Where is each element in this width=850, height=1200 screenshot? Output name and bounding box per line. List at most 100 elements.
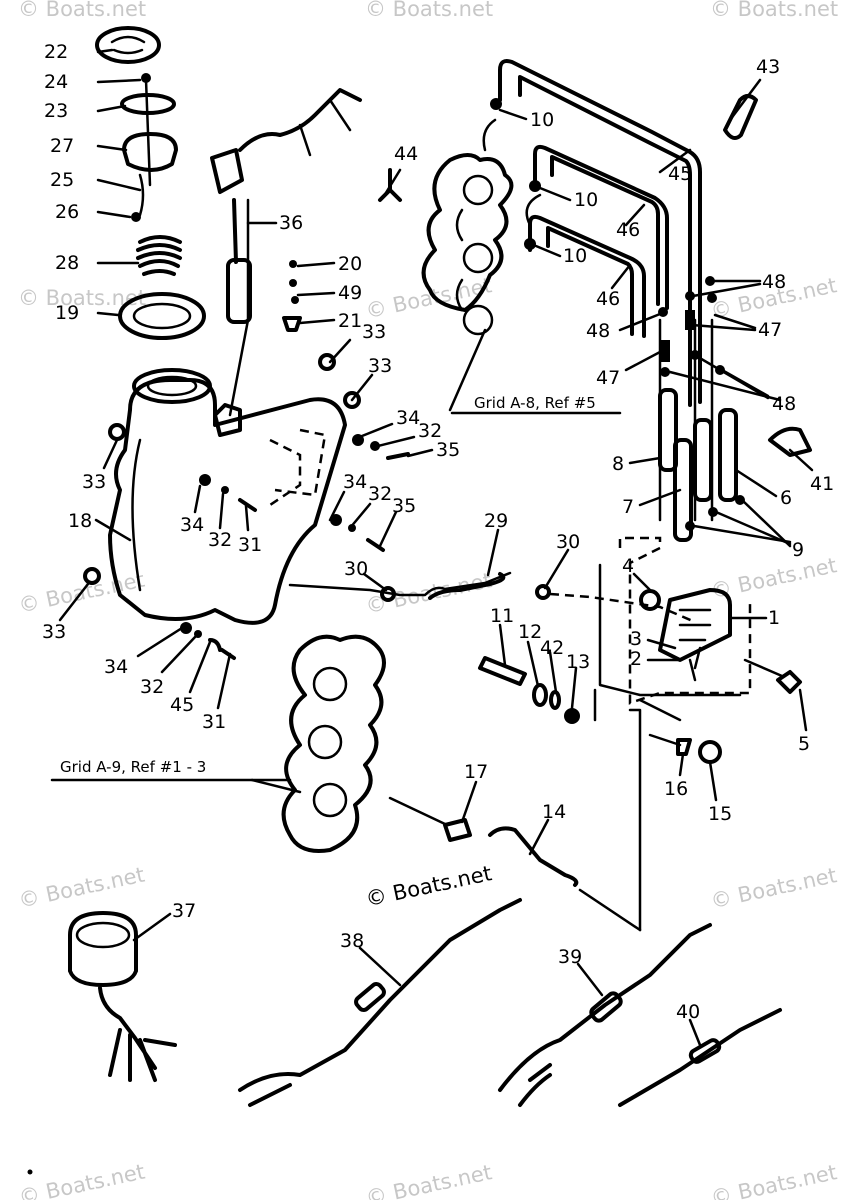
callout-15: 15 [708,803,732,825]
callout-48: 48 [586,320,610,342]
callout-10: 10 [530,109,554,131]
callout-47: 47 [758,319,782,341]
part-5 [776,670,802,694]
callout-33: 33 [42,621,66,643]
callout-33: 33 [362,321,386,343]
callout-5: 5 [798,733,810,755]
watermark: © Boats.net [16,863,146,913]
grommet-21 [282,316,302,332]
hoses [482,59,745,542]
joint-and-pipe [388,708,642,932]
callout-22: 22 [44,41,68,63]
callout-34: 34 [104,656,128,678]
cord-25 [138,173,145,217]
callout-46: 46 [616,219,640,241]
part-13 [564,708,580,724]
callout-45: 45 [668,163,692,185]
callout-12: 12 [518,621,542,643]
watermark: © Boats.net [18,0,146,21]
fuel-pump-1 [658,588,732,662]
clip-26 [131,212,141,222]
callout-48: 48 [762,271,786,293]
callout-26: 26 [55,201,79,223]
part-11 [478,656,527,686]
callout-29: 29 [484,510,508,532]
callout-32: 32 [208,529,232,551]
callout-32: 32 [418,420,442,442]
pipe-14 [488,826,579,887]
callout-44: 44 [394,143,418,165]
line-6 [718,408,738,502]
tank-hardware [83,260,410,660]
callout-7: 7 [622,496,634,518]
fuel-line-29 [288,571,696,624]
tank-body [108,378,347,625]
callout-10: 10 [563,245,587,267]
callout-25: 25 [50,169,74,191]
callout-28: 28 [55,252,79,274]
wire-harness-38 [238,898,522,1107]
callout-14: 14 [542,801,566,823]
cap-22 [95,26,161,64]
callout-34: 34 [180,514,204,536]
callout-20: 20 [338,253,362,275]
callout-17: 17 [464,761,488,783]
watermark: © Boats.net [365,0,493,21]
callout-34: 34 [343,471,367,493]
callout-18: 18 [68,510,92,532]
callout-30: 30 [556,531,580,553]
watermark: © Boats.net [709,863,839,913]
callout-33: 33 [82,471,106,493]
fuel-pump-assembly [598,536,802,705]
watermarks: © Boats.net © Boats.net © Boats.net © Bo… [16,0,839,1200]
callout-11: 11 [490,605,514,627]
part-16-15 [648,733,722,764]
watermark: © Boats.net [709,1160,839,1200]
callout-30: 30 [344,558,368,580]
callout-37: 37 [172,900,196,922]
callout-32: 32 [140,676,164,698]
tank-filler-neck [132,368,212,404]
callout-42: 42 [540,637,564,659]
callout-35: 35 [436,439,460,461]
screw-24 [141,73,151,83]
part-43 [723,94,758,141]
wire-harness-39 [498,923,712,1107]
line-7 [673,438,693,542]
spring-28 [136,235,182,276]
callout-4: 4 [622,555,634,577]
callout-38: 38 [340,930,364,952]
part-12 [532,683,548,707]
line-8 [658,388,678,472]
gauge-body-27 [122,132,178,172]
callout-2: 2 [630,648,642,670]
watermark: © Boats.net [17,1160,147,1200]
callout-labels: 22 24 23 27 25 26 28 19 36 20 49 21 33 3… [42,41,834,1023]
callout-23: 23 [44,100,68,122]
fuel-tank [108,198,347,625]
carburetor-upper [421,153,514,412]
callout-21: 21 [338,310,362,332]
callout-36: 36 [279,212,303,234]
wire-harness-40 [618,1008,782,1107]
callout-40: 40 [676,1001,700,1023]
callout-35: 35 [392,495,416,517]
callout-39: 39 [558,946,582,968]
part-42 [549,690,561,710]
watermark: © Boats.net [710,0,838,21]
callout-45: 45 [170,694,194,716]
reference-grid-a8: Grid A-8, Ref #5 [474,394,596,412]
tank-cap-assembly [95,26,206,340]
part-17 [443,818,472,842]
callout-27: 27 [50,135,74,157]
fuel-tube-36 [210,88,362,324]
callout-34: 34 [396,407,420,429]
callout-10: 10 [574,189,598,211]
callout-19: 19 [55,302,79,324]
callout-31: 31 [238,534,262,556]
callout-47: 47 [596,367,620,389]
callout-3: 3 [630,628,642,650]
packing-19 [118,292,206,340]
